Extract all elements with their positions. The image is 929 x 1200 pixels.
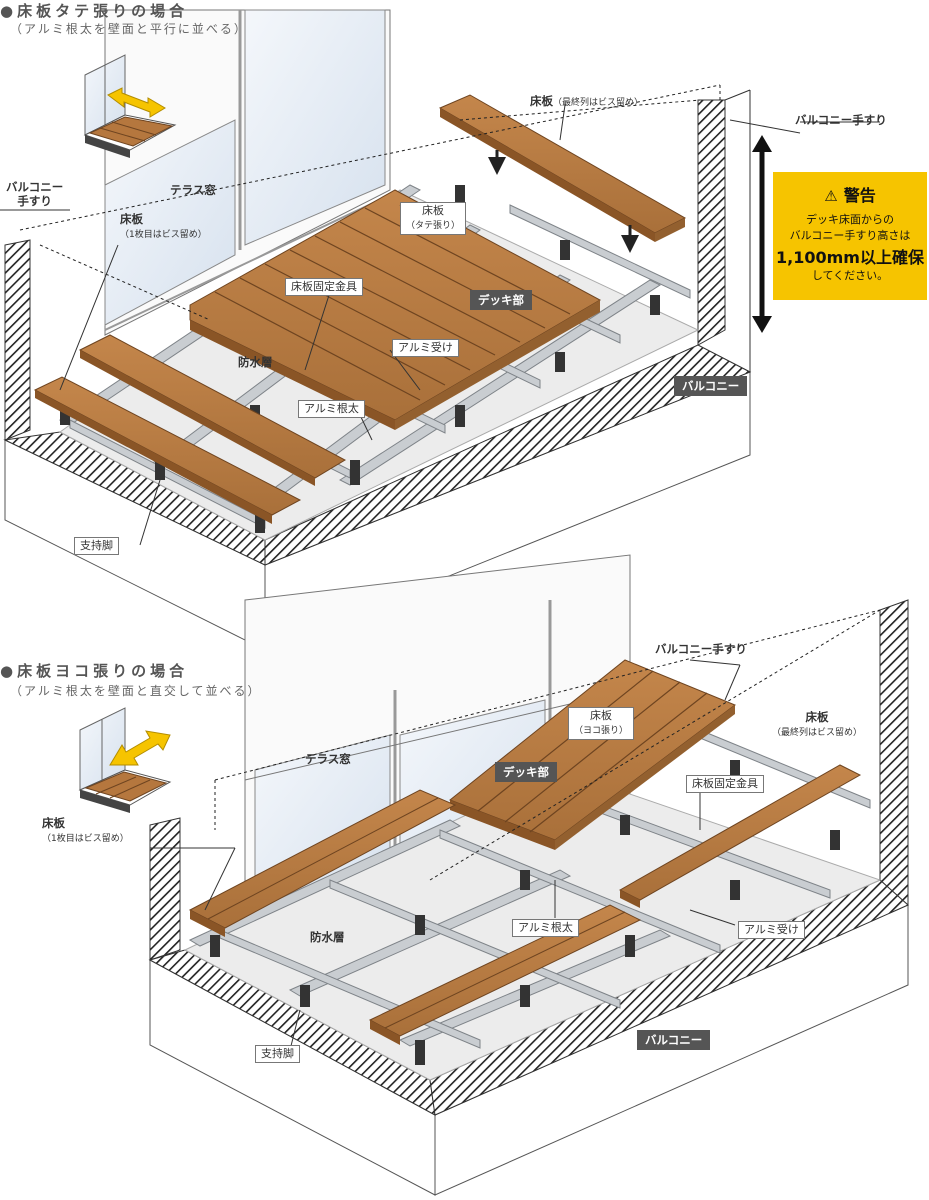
label2-yukaita-last: 床板（最終列はビス留め） xyxy=(772,710,863,739)
label2-yukaita-first: 床板（1枚目はビス留め） xyxy=(42,816,129,845)
label-alumi-uke: アルミ受け xyxy=(392,339,459,358)
label2-alumi-uke: アルミ受け xyxy=(738,921,805,940)
yoko-mini-illustration xyxy=(78,707,172,813)
terrace-window xyxy=(244,9,386,246)
label-waterproof: 防水層 xyxy=(238,355,273,369)
deck-boards-yoko xyxy=(449,659,737,850)
warning-box: ⚠警告 デッキ床面からの バルコニー手すり高さは 1,100mm以上確保 してく… xyxy=(773,172,927,300)
label2-terrace-window: テラス窓 xyxy=(305,752,351,766)
label-balcony: バルコニー xyxy=(674,376,748,396)
section1-subtitle: （アルミ根太を壁面と平行に並べる） xyxy=(10,22,248,36)
section1-title: ●床板タテ張りの場合 xyxy=(0,2,189,20)
label-yukaita-last: 床板（最終列はビス留め） xyxy=(530,94,644,108)
double-arrow-icon-2 xyxy=(109,730,171,766)
label2-support-leg: 支持脚 xyxy=(255,1045,300,1064)
label2-yukaita-yoko: 床板（ヨコ張り） xyxy=(568,707,635,740)
label-deck: デッキ部 xyxy=(470,290,532,310)
warning-triangle-icon: ⚠ xyxy=(824,187,838,205)
label-fixing-bracket: 床板固定金具 xyxy=(285,278,363,297)
double-arrow-icon xyxy=(107,87,166,118)
label2-balcony: バルコニー xyxy=(637,1030,711,1050)
label-handrail-right: バルコニー手すり xyxy=(795,113,887,127)
placement-arrows xyxy=(488,150,639,253)
tate-mini-illustration xyxy=(83,54,177,158)
label-terrace-window: テラス窓 xyxy=(170,183,216,197)
label-handrail-left: バルコニー手すり xyxy=(6,180,64,209)
label-yukaita-first: 床板（1枚目はビス留め） xyxy=(120,212,207,241)
label2-handrail: バルコニー手すり xyxy=(655,642,747,656)
section1-art xyxy=(0,9,880,651)
support-legs-2 xyxy=(210,760,840,1065)
label-alumi-neda: アルミ根太 xyxy=(298,400,365,419)
section2-subtitle: （アルミ根太を壁面と直交して並べる） xyxy=(10,684,262,698)
label2-waterproof: 防水層 xyxy=(310,930,345,944)
section2-art xyxy=(78,554,909,1196)
label-support-leg: 支持脚 xyxy=(74,537,119,556)
section2-title: ●床板ヨコ張りの場合 xyxy=(0,662,189,680)
label2-fixing-bracket: 床板固定金具 xyxy=(686,775,764,794)
label2-alumi-neda: アルミ根太 xyxy=(512,919,579,938)
height-1100-arrow xyxy=(729,119,801,333)
label2-deck: デッキ部 xyxy=(495,762,557,782)
label-yukaita-tate: 床板（タテ張り） xyxy=(400,202,467,235)
